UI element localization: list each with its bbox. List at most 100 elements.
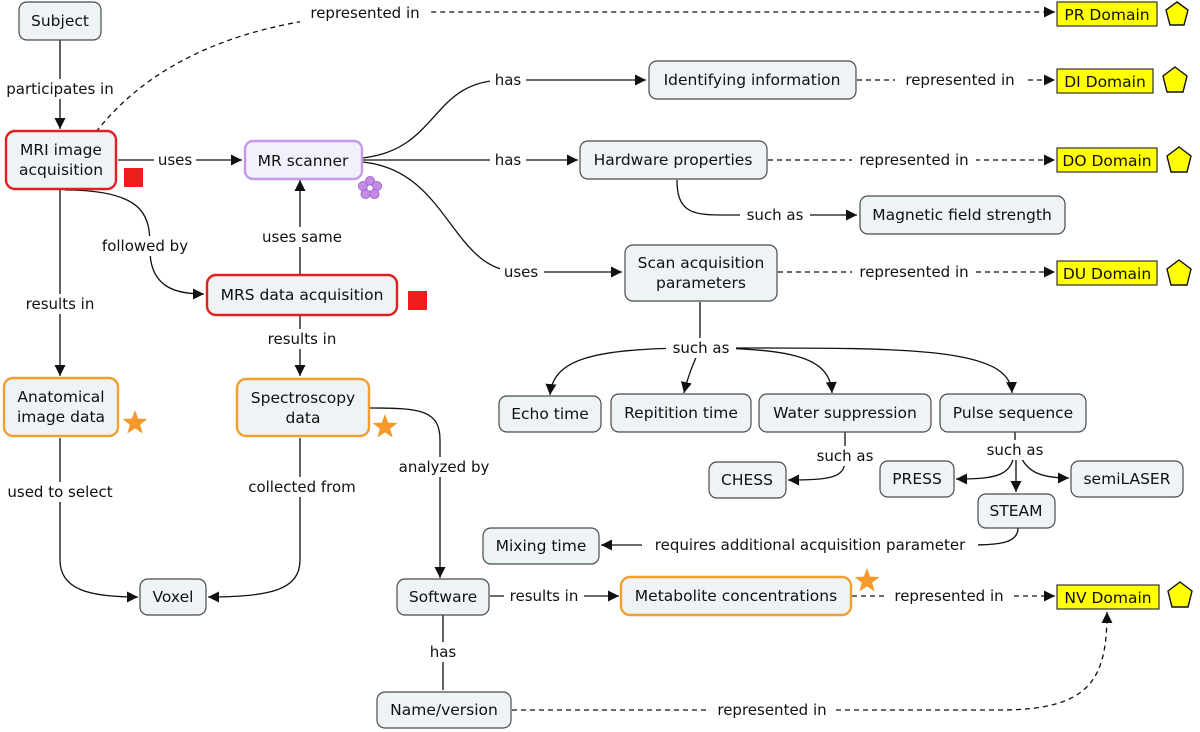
label-results-in-spectroscopy: results in (268, 330, 337, 348)
star-icon (854, 568, 880, 592)
node-spectroscopy-data[interactable]: Spectroscopy data (235, 377, 371, 438)
label-represented-in-di: represented in (905, 71, 1014, 89)
star-icon (122, 410, 148, 434)
node-anatomical-data-line2: image data (17, 408, 105, 426)
node-metabolite-concentrations[interactable]: Metabolite concentrations (619, 575, 853, 617)
label-such-as-params: such as (673, 339, 730, 357)
label-participates-in: participates in (6, 80, 113, 98)
label-represented-in-pr: represented in (310, 4, 419, 22)
node-software[interactable]: Software (396, 578, 490, 616)
node-anatomical-data-line1: Anatomical (17, 388, 104, 406)
node-hardware-properties-label: Hardware properties (594, 151, 753, 169)
node-nv-domain[interactable]: NV Domain (1056, 584, 1160, 610)
pentagon-icon (1166, 146, 1192, 173)
flower-icon (357, 175, 382, 199)
pentagon-icon (1165, 1, 1189, 26)
node-do-domain[interactable]: DO Domain (1056, 147, 1158, 173)
pentagon-icon (1166, 259, 1192, 286)
node-pulse-sequence[interactable]: Pulse sequence (939, 393, 1087, 433)
star-icon (372, 414, 398, 438)
node-spectroscopy-data-line1: Spectroscopy (251, 389, 355, 407)
node-pr-domain-label: PR Domain (1064, 6, 1149, 24)
red-square-marker (408, 291, 427, 310)
node-software-label: Software (409, 588, 477, 606)
label-has-name: has (430, 643, 457, 661)
edge-spectroscopy-voxel (207, 438, 301, 603)
node-echo-time-label: Echo time (511, 405, 589, 423)
node-repetition-time-label: Repitition time (624, 404, 738, 422)
edge-name-nv (512, 611, 1113, 711)
label-such-as-pulse: such as (987, 441, 1044, 459)
edge-hardware-magnetic (676, 179, 857, 221)
node-voxel[interactable]: Voxel (139, 578, 207, 616)
edge-hub-echo (545, 347, 701, 396)
label-represented-in-do: represented in (859, 151, 968, 169)
node-anatomical-data[interactable]: Anatomical image data (2, 376, 120, 438)
link-labels: represented in participates in uses foll… (0, 3, 1050, 720)
node-semilaser-label: semiLASER (1083, 470, 1170, 488)
label-results-in-metabolite: results in (510, 587, 579, 605)
node-mri-acquisition-line2: acquisition (19, 161, 103, 179)
node-magnetic-field-strength[interactable]: Magnetic field strength (859, 195, 1066, 235)
label-requires-additional: requires additional acquisition paramete… (655, 536, 966, 554)
pentagon-icon (1167, 581, 1193, 608)
node-steam-label: STEAM (989, 502, 1042, 520)
label-analyzed-by: analyzed by (399, 458, 490, 476)
node-subject-label: Subject (31, 12, 89, 30)
label-represented-in-du: represented in (859, 263, 968, 281)
node-pulse-sequence-label: Pulse sequence (953, 404, 1073, 422)
node-mri-acquisition[interactable]: MRI image acquisition (4, 129, 118, 191)
node-mrs-acquisition-label: MRS data acquisition (221, 286, 384, 304)
node-water-suppression[interactable]: Water suppression (758, 393, 932, 433)
node-echo-time[interactable]: Echo time (498, 395, 602, 433)
node-semilaser[interactable]: semiLASER (1070, 460, 1184, 498)
node-mr-scanner[interactable]: MR scanner (243, 139, 364, 181)
node-chess-label: CHESS (721, 471, 773, 489)
node-do-domain-label: DO Domain (1062, 152, 1151, 170)
node-repetition-time[interactable]: Repitition time (610, 393, 752, 433)
node-spectroscopy-data-line2: data (286, 409, 321, 427)
node-mixing-time-label: Mixing time (496, 537, 587, 555)
node-scan-parameters-line2: parameters (656, 274, 746, 292)
node-scan-parameters-line1: Scan acquisition (638, 254, 765, 272)
node-chess[interactable]: CHESS (708, 461, 787, 499)
node-mixing-time[interactable]: Mixing time (482, 527, 600, 565)
node-di-domain[interactable]: DI Domain (1056, 68, 1154, 94)
edge-anatomical-voxel (59, 438, 139, 603)
node-mr-scanner-label: MR scanner (258, 152, 349, 170)
node-identifying-information[interactable]: Identifying information (648, 60, 857, 100)
node-scan-parameters[interactable]: Scan acquisition parameters (624, 244, 778, 302)
node-press[interactable]: PRESS (879, 460, 955, 498)
node-di-domain-label: DI Domain (1064, 73, 1146, 91)
label-used-to-select: used to select (7, 483, 112, 501)
red-square-marker (124, 168, 143, 187)
edge-scanner-scanparams (361, 161, 622, 278)
label-represented-in-name: represented in (717, 701, 826, 719)
node-du-domain-label: DU Domain (1063, 265, 1151, 283)
node-identifying-information-label: Identifying information (664, 71, 841, 89)
node-mri-acquisition-line1: MRI image (20, 141, 102, 159)
node-magnetic-field-strength-label: Magnetic field strength (872, 206, 1052, 224)
node-mrs-acquisition[interactable]: MRS data acquisition (205, 273, 399, 317)
label-uses-scanparams: uses (504, 263, 539, 281)
label-such-as-magnetic: such as (747, 206, 804, 224)
node-subject[interactable]: Subject (18, 1, 102, 41)
label-such-as-water: such as (817, 447, 874, 465)
node-pr-domain[interactable]: PR Domain (1056, 1, 1158, 27)
label-uses-same: uses same (262, 228, 342, 246)
label-represented-in-nv: represented in (894, 587, 1003, 605)
node-du-domain[interactable]: DU Domain (1056, 260, 1158, 286)
label-results-in-anatomical: results in (26, 295, 95, 313)
node-name-version[interactable]: Name/version (376, 691, 512, 729)
node-steam[interactable]: STEAM (977, 493, 1056, 529)
node-water-suppression-label: Water suppression (773, 404, 917, 422)
pentagon-icon (1162, 66, 1188, 93)
node-voxel-label: Voxel (153, 588, 194, 606)
node-nv-domain-label: NV Domain (1064, 589, 1151, 607)
label-collected-from: collected from (248, 478, 356, 496)
node-name-version-label: Name/version (390, 701, 498, 719)
node-hardware-properties[interactable]: Hardware properties (579, 140, 768, 180)
label-has-identifying: has (495, 71, 522, 89)
